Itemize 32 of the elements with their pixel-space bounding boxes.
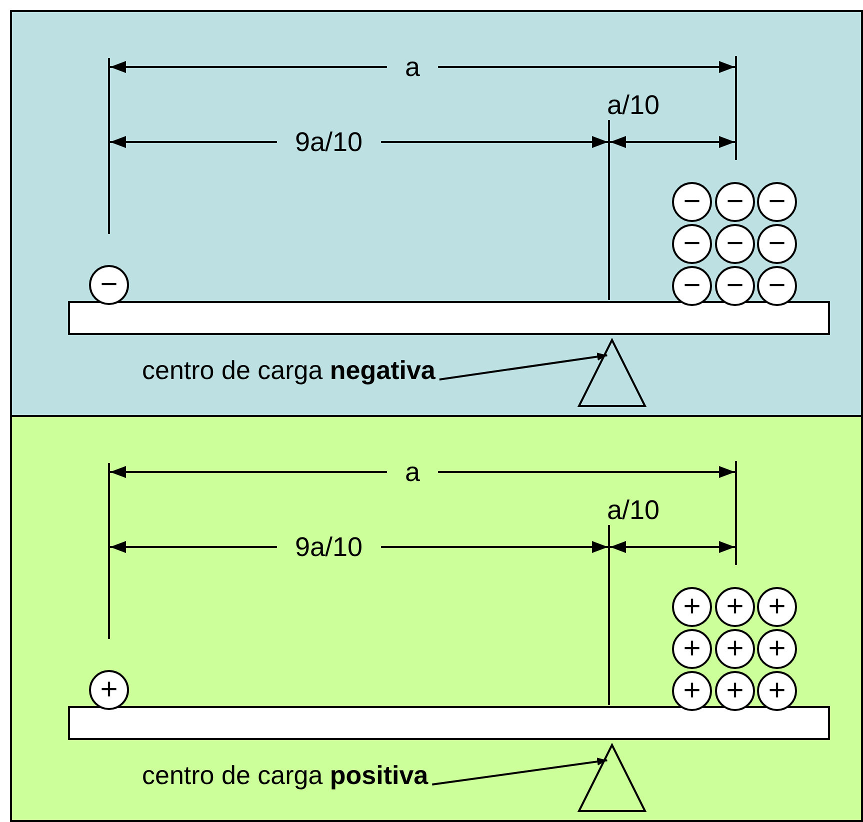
panel-background	[10, 10, 863, 417]
charge-circle: −	[672, 266, 712, 306]
seesaw-beam	[68, 301, 830, 335]
charge-circle: +	[715, 587, 755, 627]
charge-circle: +	[672, 587, 712, 627]
charge-circle: −	[715, 182, 755, 222]
charge-circle: +	[672, 671, 712, 711]
charge-circle: −	[715, 266, 755, 306]
charge-circle: −	[672, 182, 712, 222]
charge-circle: +	[89, 670, 129, 710]
fulcrum-triangle	[578, 744, 646, 812]
charge-circle: +	[715, 671, 755, 711]
charge-circle: −	[715, 224, 755, 264]
panel-background	[10, 415, 863, 822]
charge-circle: −	[89, 265, 129, 305]
leader-arrow	[432, 758, 608, 786]
dimension-label: a/10	[607, 495, 660, 525]
leader-arrow	[439, 352, 608, 380]
caption-text: centro de carga negativa	[142, 355, 436, 385]
caption-text: centro de carga positiva	[142, 760, 428, 790]
charge-circle: −	[757, 224, 797, 264]
seesaw-beam	[68, 706, 830, 740]
charge-circle: +	[757, 671, 797, 711]
charge-circle: −	[757, 182, 797, 222]
fulcrum-triangle	[578, 339, 646, 407]
charge-circle: +	[672, 629, 712, 669]
charge-circle: +	[757, 629, 797, 669]
charge-circle: −	[672, 224, 712, 264]
charge-circle: +	[715, 629, 755, 669]
charge-circle: +	[757, 587, 797, 627]
dimension-label: a/10	[607, 90, 660, 120]
charge-circle: −	[757, 266, 797, 306]
